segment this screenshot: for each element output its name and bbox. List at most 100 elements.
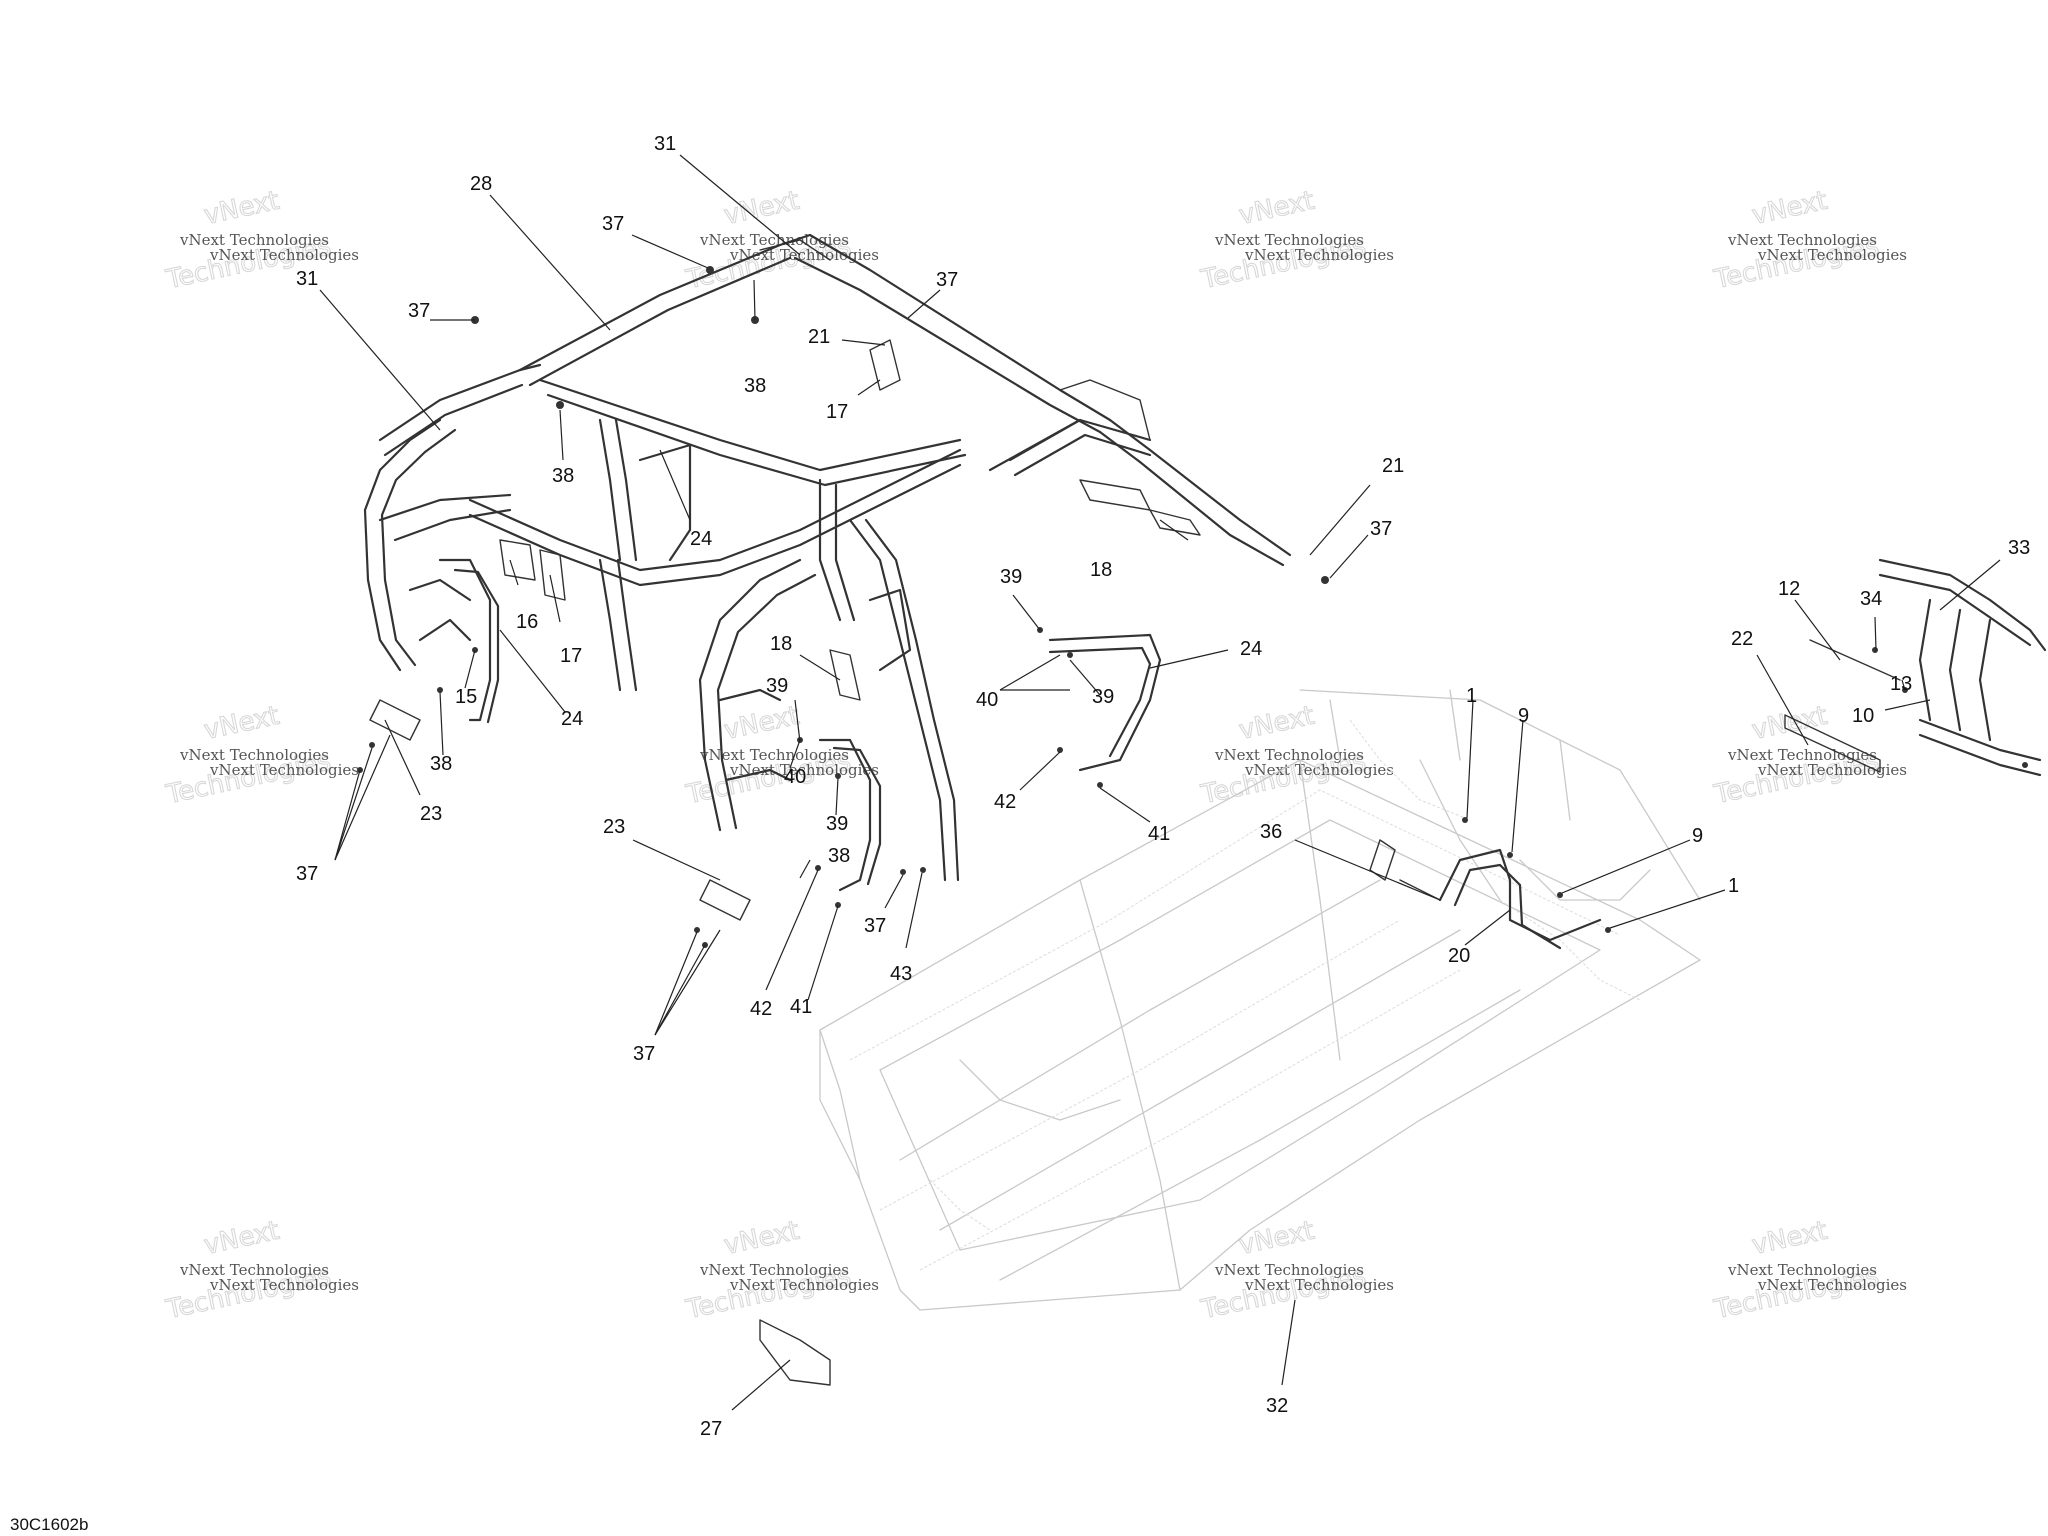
side-frame-part — [1878, 558, 2047, 777]
callout-24: 24 — [690, 528, 712, 550]
callout-21: 21 — [808, 326, 830, 348]
callout-37: 37 — [602, 213, 624, 235]
svg-text:vNext Technologies: vNext Technologies — [209, 761, 359, 779]
chassis-frame-ghost — [819, 689, 1701, 1311]
svg-text:vNext: vNext — [201, 1216, 282, 1261]
svg-text:vNext Technologies: vNext Technologies — [1757, 1276, 1907, 1294]
callout-39: 39 — [1092, 686, 1114, 708]
drawing-code: 30C1602b — [10, 1515, 88, 1534]
watermark: Technologies vNext vNext Technologies vN… — [162, 700, 359, 811]
callout-9: 9 — [1692, 825, 1703, 847]
svg-text:vNext: vNext — [1236, 701, 1317, 746]
callout-43: 43 — [890, 963, 912, 985]
callout-39: 39 — [766, 675, 788, 697]
callout-38: 38 — [430, 753, 452, 775]
callout-12: 12 — [1778, 578, 1800, 600]
callout-1: 1 — [1728, 875, 1739, 897]
watermark: Technologies vNext vNext Technologies vN… — [1197, 185, 1394, 296]
watermark: Technologies vNext vNext Technologies vN… — [682, 185, 879, 296]
watermark: Technologies vNext vNext Technologies vN… — [1197, 700, 1394, 811]
callout-32: 32 — [1266, 1395, 1288, 1417]
watermark: Technologies vNext vNext Technologies vN… — [1710, 1215, 1907, 1326]
callout-24: 24 — [1240, 638, 1262, 660]
callout-31: 31 — [296, 268, 318, 290]
svg-text:vNext Technologies: vNext Technologies — [729, 761, 879, 779]
svg-text:vNext: vNext — [721, 186, 802, 231]
callout-18: 18 — [1090, 559, 1112, 581]
callout-42: 42 — [750, 998, 772, 1020]
callout-42: 42 — [994, 791, 1016, 813]
callout-36: 36 — [1260, 821, 1282, 843]
svg-text:vNext Technologies: vNext Technologies — [1244, 246, 1394, 264]
svg-text:vNext Technologies: vNext Technologies — [179, 746, 329, 764]
callout-31: 31 — [654, 133, 676, 155]
svg-text:vNext Technologies: vNext Technologies — [1214, 1261, 1364, 1279]
callout-15: 15 — [455, 686, 477, 708]
svg-text:vNext: vNext — [721, 701, 802, 746]
callout-37: 37 — [864, 915, 886, 937]
svg-text:vNext Technologies: vNext Technologies — [699, 1261, 849, 1279]
callout-40: 40 — [784, 766, 806, 788]
watermarks: Technologies vNext vNext Technologies vN… — [162, 185, 1907, 1326]
callout-41: 41 — [790, 996, 812, 1018]
side-bar-parts — [438, 558, 1162, 892]
watermark: Technologies vNext vNext Technologies vN… — [682, 1215, 879, 1326]
callout-23: 23 — [603, 816, 625, 838]
svg-text:vNext Technologies: vNext Technologies — [1757, 761, 1907, 779]
callout-17: 17 — [826, 401, 848, 423]
svg-text:vNext Technologies: vNext Technologies — [209, 246, 359, 264]
svg-text:vNext Technologies: vNext Technologies — [209, 1276, 359, 1294]
callout-17: 17 — [560, 645, 582, 667]
svg-text:vNext Technologies: vNext Technologies — [1727, 231, 1877, 249]
svg-text:vNext Technologies: vNext Technologies — [179, 231, 329, 249]
svg-text:vNext Technologies: vNext Technologies — [1727, 746, 1877, 764]
callout-39: 39 — [1000, 566, 1022, 588]
callout-24: 24 — [561, 708, 583, 730]
callout-37: 37 — [1370, 518, 1392, 540]
svg-text:vNext: vNext — [1749, 186, 1830, 231]
svg-text:vNext: vNext — [1749, 701, 1830, 746]
svg-text:vNext Technologies: vNext Technologies — [729, 1276, 879, 1294]
svg-text:vNext Technologies: vNext Technologies — [1244, 1276, 1394, 1294]
callout-37: 37 — [633, 1043, 655, 1065]
callout-37: 37 — [936, 269, 958, 291]
watermark: Technologies vNext vNext Technologies vN… — [162, 185, 359, 296]
svg-text:vNext: vNext — [201, 186, 282, 231]
leader-lines — [319, 154, 2001, 1411]
svg-text:vNext: vNext — [1236, 1216, 1317, 1261]
svg-text:vNext: vNext — [1236, 186, 1317, 231]
svg-text:vNext Technologies: vNext Technologies — [1214, 746, 1364, 764]
callout-39: 39 — [826, 813, 848, 835]
watermark: Technologies vNext vNext Technologies vN… — [1710, 185, 1907, 296]
callout-34: 34 — [1860, 588, 1882, 610]
svg-text:vNext Technologies: vNext Technologies — [1244, 761, 1394, 779]
watermark: Technologies vNext vNext Technologies vN… — [1710, 700, 1907, 811]
svg-text:vNext Technologies: vNext Technologies — [699, 746, 849, 764]
watermark: Technologies vNext vNext Technologies vN… — [162, 1215, 359, 1326]
callout-27: 27 — [700, 1418, 722, 1440]
callout-21: 21 — [1382, 455, 1404, 477]
callout-40: 40 — [976, 689, 998, 711]
callout-38: 38 — [552, 465, 574, 487]
callout-37: 37 — [408, 300, 430, 322]
callout-16: 16 — [516, 611, 538, 633]
callout-38: 38 — [828, 845, 850, 867]
roll-cage — [363, 233, 1292, 882]
callout-18: 18 — [770, 633, 792, 655]
callout-22: 22 — [1731, 628, 1753, 650]
svg-text:vNext: vNext — [1749, 1216, 1830, 1261]
callout-9: 9 — [1518, 705, 1529, 727]
callout-10: 10 — [1852, 705, 1874, 727]
svg-text:vNext Technologies: vNext Technologies — [1757, 246, 1907, 264]
callout-23: 23 — [420, 803, 442, 825]
small-parts — [369, 339, 1901, 1386]
callout-41: 41 — [1148, 823, 1170, 845]
callouts: 31 28 31 37 37 37 21 38 17 38 24 21 37 1… — [296, 133, 2030, 1440]
svg-text:vNext Technologies: vNext Technologies — [1214, 231, 1364, 249]
callout-38: 38 — [744, 375, 766, 397]
svg-text:vNext Technologies: vNext Technologies — [179, 1261, 329, 1279]
callout-1: 1 — [1466, 685, 1477, 707]
svg-text:vNext Technologies: vNext Technologies — [1727, 1261, 1877, 1279]
callout-33: 33 — [2008, 537, 2030, 559]
